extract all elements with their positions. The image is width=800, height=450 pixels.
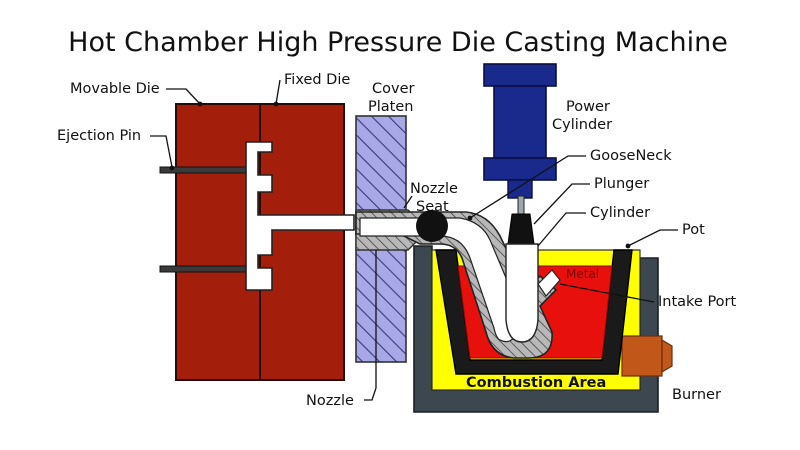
leader-lines xyxy=(150,79,678,401)
label-burner: Burner xyxy=(672,387,721,403)
label-gooseneck: GooseNeck xyxy=(590,148,672,164)
label-movable-die: Movable Die xyxy=(70,81,160,97)
label-plunger: Plunger xyxy=(594,176,649,192)
plunger xyxy=(507,195,535,245)
label-intake-port: Intake Port xyxy=(658,294,737,310)
label-cylinder: Cylinder xyxy=(590,205,650,221)
label-nozzle-seat-line2: Seat xyxy=(416,199,449,215)
label-ejection-pin: Ejection Pin xyxy=(57,128,141,144)
nozzle xyxy=(416,210,448,242)
power-cylinder xyxy=(483,63,557,199)
intake-port xyxy=(537,269,561,297)
label-cover-platen-line1: Cover xyxy=(372,81,414,97)
die-cavity xyxy=(245,141,355,291)
label-fixed-die: Fixed Die xyxy=(284,72,350,88)
fixed-die xyxy=(259,103,345,381)
label-power-cylinder-line2: Cylinder xyxy=(552,117,612,133)
label-nozzle: Nozzle xyxy=(306,393,354,409)
label-nozzle-seat-line1: Nozzle xyxy=(410,181,458,197)
cylinder xyxy=(505,243,539,343)
burner xyxy=(621,335,673,377)
label-cover-platen-line2: Platen xyxy=(368,99,413,115)
label-metal: Metal xyxy=(566,267,599,281)
label-combustion-area: Combustion Area xyxy=(466,375,606,391)
label-pot: Pot xyxy=(682,222,705,238)
page-title: Hot Chamber High Pressure Die Casting Ma… xyxy=(68,27,728,58)
label-power-cylinder-line1: Power xyxy=(566,99,610,115)
